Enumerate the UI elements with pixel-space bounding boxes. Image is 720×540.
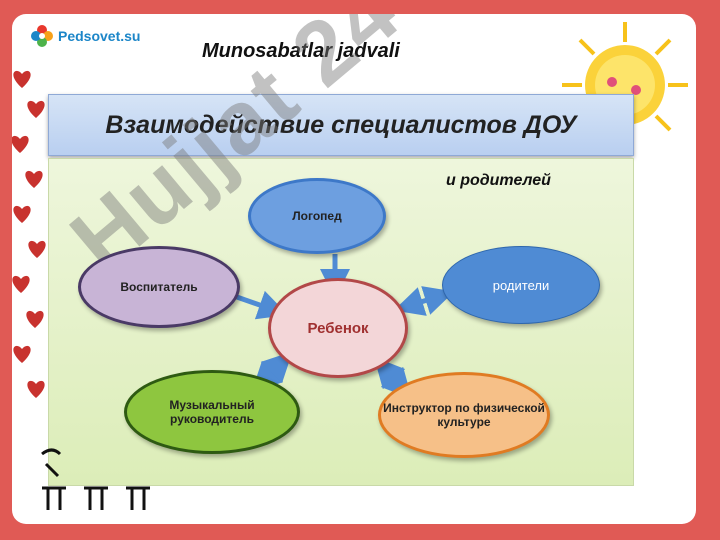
- arrow-roditeli-child: [393, 286, 455, 316]
- arrow-instr-child: [373, 356, 413, 400]
- node-muz-rukovoditel: Музыкальный руководитель: [124, 370, 300, 454]
- slide-title: Munosabatlar jadvali: [202, 40, 400, 62]
- node-vospitatel: Воспитатель: [78, 246, 240, 328]
- logo: Pedsovet.su: [30, 24, 140, 48]
- subtitle: и родителей: [446, 172, 551, 189]
- hearts-decoration: [12, 70, 46, 398]
- node-rebenok: Ребенок: [268, 278, 408, 378]
- node-roditeli: родители: [442, 246, 600, 324]
- connector-arrows: [233, 254, 455, 400]
- slide: Pedsovet.su Munosabatlar jadvali Взаимод…: [12, 14, 696, 524]
- banner-title: Взаимодействие специалистов ДОУ: [48, 94, 634, 156]
- logo-text: Pedsovet.su: [58, 28, 141, 44]
- node-logoped: Логопед: [248, 178, 386, 254]
- node-instruktor: Инструктор по физической культуре: [378, 372, 550, 458]
- decorative-glyphs: [41, 448, 150, 510]
- flower-logo-icon: [31, 25, 53, 47]
- arrow-vospitatel-child: [233, 290, 289, 320]
